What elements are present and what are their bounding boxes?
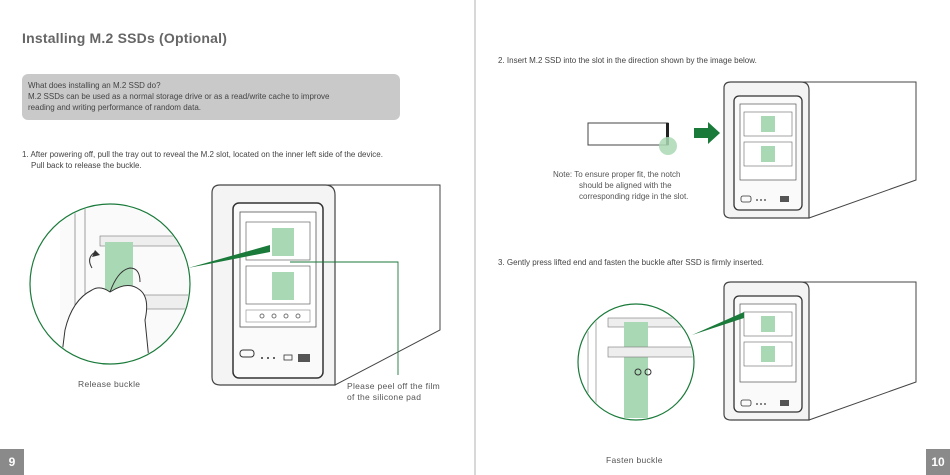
nas-device-lower [723,281,917,421]
step-1: 1. After powering off, pull the tray out… [22,149,383,171]
insertion-note: Note: To ensure proper fit, the notch sh… [553,169,688,202]
page-spine [474,0,476,475]
step-2: 2. Insert M.2 SSD into the slot in the d… [498,56,757,65]
installation-illustration-1 [29,184,441,386]
info-answer-line1: M.2 SSDs can be used as a normal storage… [28,92,330,101]
installation-illustration-2 [577,81,917,421]
note-line2: should be aligned with the [579,181,672,190]
caption-peel-line2: of the silicone pad [347,392,422,402]
step-1-line2: Pull back to release the buckle. [31,161,142,170]
info-answer-line2: reading and writing performance of rando… [28,103,201,112]
caption-peel-line1: Please peel off the film [347,381,441,391]
left-page: Installing M.2 SSDs (Optional) What does… [0,0,474,475]
nas-device [211,184,441,386]
info-question: What does installing an M.2 SSD do? [28,81,161,90]
magnified-view [29,203,270,365]
callout-line [290,261,399,375]
note-line1: Note: To ensure proper fit, the notch [553,170,681,179]
magnified-view-2 [577,303,744,421]
step-3: 3. Gently press lifted end and fasten th… [498,258,764,267]
page-number-left: 9 [0,449,24,475]
step-1-line1: 1. After powering off, pull the tray out… [22,150,383,159]
note-line3: corresponding ridge in the slot. [579,192,689,201]
m2-ssd [587,122,677,155]
insert-arrow-icon [694,122,720,144]
page-title: Installing M.2 SSDs (Optional) [22,30,228,46]
page-number-right: 10 [926,449,950,475]
caption-fasten-buckle: Fasten buckle [606,455,663,465]
pointer-wedge [188,245,270,268]
info-box: What does installing an M.2 SSD do? M.2 … [22,74,400,120]
nas-device-upper [723,81,917,219]
caption-release-buckle: Release buckle [78,379,141,389]
caption-peel-film: Please peel off the film of the silicone… [347,381,440,403]
right-page: 2. Insert M.2 SSD into the slot in the d… [476,0,950,475]
